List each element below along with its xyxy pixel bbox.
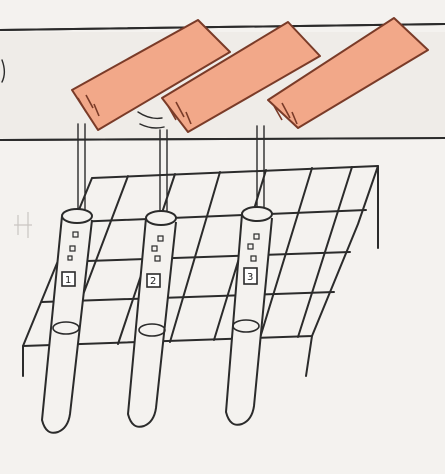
tube-label-1: 1 (65, 275, 71, 286)
tube-label-3: 3 (247, 272, 253, 283)
tube-label-2: 2 (150, 276, 156, 287)
